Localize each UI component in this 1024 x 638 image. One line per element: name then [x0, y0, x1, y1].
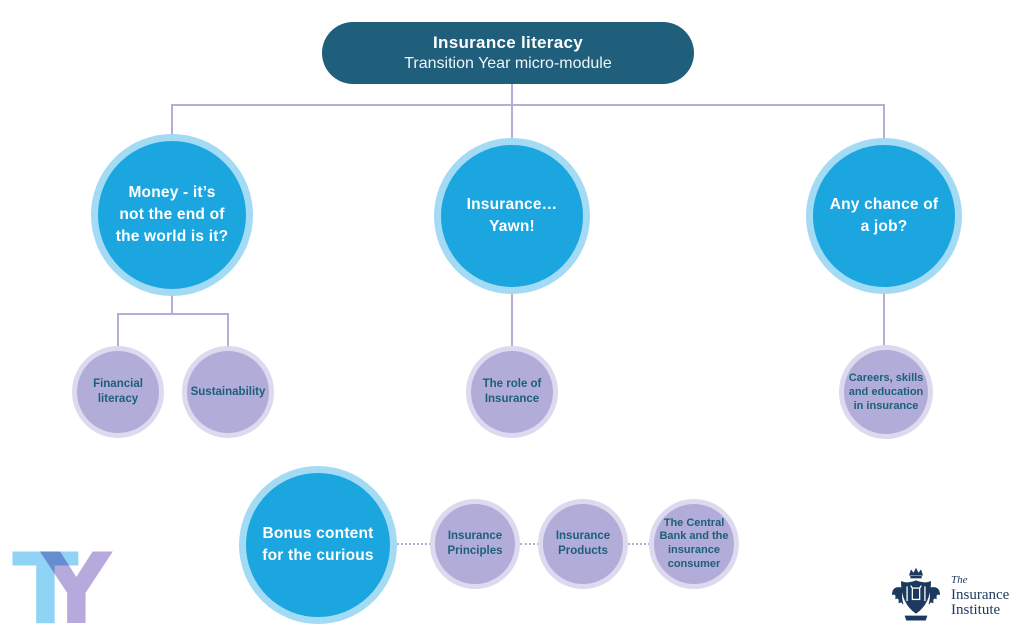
connector-line: [117, 313, 229, 315]
dotted-connector-line: [628, 543, 650, 545]
connector-line: [511, 84, 513, 105]
topic-circle-job: Any chance of a job?: [806, 138, 962, 294]
institute-logo-line2: Institute: [951, 602, 1001, 619]
connector-line: [171, 104, 173, 137]
topic-circle-label: Money - it’s not the end of the world is…: [115, 184, 229, 245]
connector-line: [511, 104, 513, 141]
topic-circle-bonus-content: Bonus content for the curious: [239, 466, 397, 624]
topic-circle-insurance-yawn: Insurance… Yawn!: [434, 138, 590, 294]
connector-line: [171, 104, 885, 106]
dotted-connector-line: [520, 543, 539, 545]
connector-line: [511, 294, 513, 347]
subtopic-circle-role-of-insurance: The role of Insurance: [466, 346, 558, 438]
subtopic-circle-financial-literacy: Financial literacy: [72, 346, 164, 438]
subtopic-circle-label: Careers, skills and education in insuran…: [848, 371, 924, 413]
subtopic-circle-sustainability: Sustainability: [182, 346, 274, 438]
ty-logo-letter-y: Y: [40, 533, 112, 638]
subtopic-circle-insurance-products: Insurance Products: [538, 499, 628, 589]
header-pill: Insurance literacy Transition Year micro…: [322, 22, 694, 84]
subtopic-circle-label: Insurance Products: [555, 530, 611, 557]
connector-line: [171, 296, 173, 314]
subtopic-circle-label: The Central Bank and the insurance consu…: [659, 516, 729, 570]
dotted-connector-line: [397, 543, 431, 545]
institute-logo-text: The Insurance Institute: [951, 573, 1010, 619]
institute-logo-the: The: [951, 573, 968, 586]
connector-line: [883, 294, 885, 346]
page-title: Insurance literacy: [433, 33, 583, 52]
subtopic-circle-label: Financial literacy: [93, 378, 143, 405]
ty-logo: TY: [12, 533, 112, 638]
topic-circle-money: Money - it’s not the end of the world is…: [91, 134, 253, 296]
page-subtitle: Transition Year micro-module: [404, 55, 612, 72]
ty-logo-letter-t: T: [12, 533, 79, 638]
connector-line: [883, 104, 885, 141]
subtopic-circle-label: Insurance Principles: [447, 530, 503, 557]
topic-circle-label: Bonus content for the curious: [262, 525, 374, 564]
insurance-institute-logo: The Insurance Institute: [890, 567, 1009, 627]
institute-logo-line1: Insurance: [951, 586, 1010, 603]
connector-line: [117, 313, 119, 347]
subtopic-circle-careers: Careers, skills and education in insuran…: [839, 345, 933, 439]
topic-circle-label: Insurance… Yawn!: [466, 196, 558, 235]
connector-line: [227, 313, 229, 347]
topic-circle-label: Any chance of a job?: [829, 196, 939, 235]
subtopic-circle-label: The role of Insurance: [482, 378, 542, 405]
subtopic-circle-insurance-principles: Insurance Principles: [430, 499, 520, 589]
subtopic-circle-label: Sustainability: [190, 385, 266, 398]
institute-crest-icon: [892, 567, 940, 621]
subtopic-circle-central-bank: The Central Bank and the insurance consu…: [649, 499, 739, 589]
